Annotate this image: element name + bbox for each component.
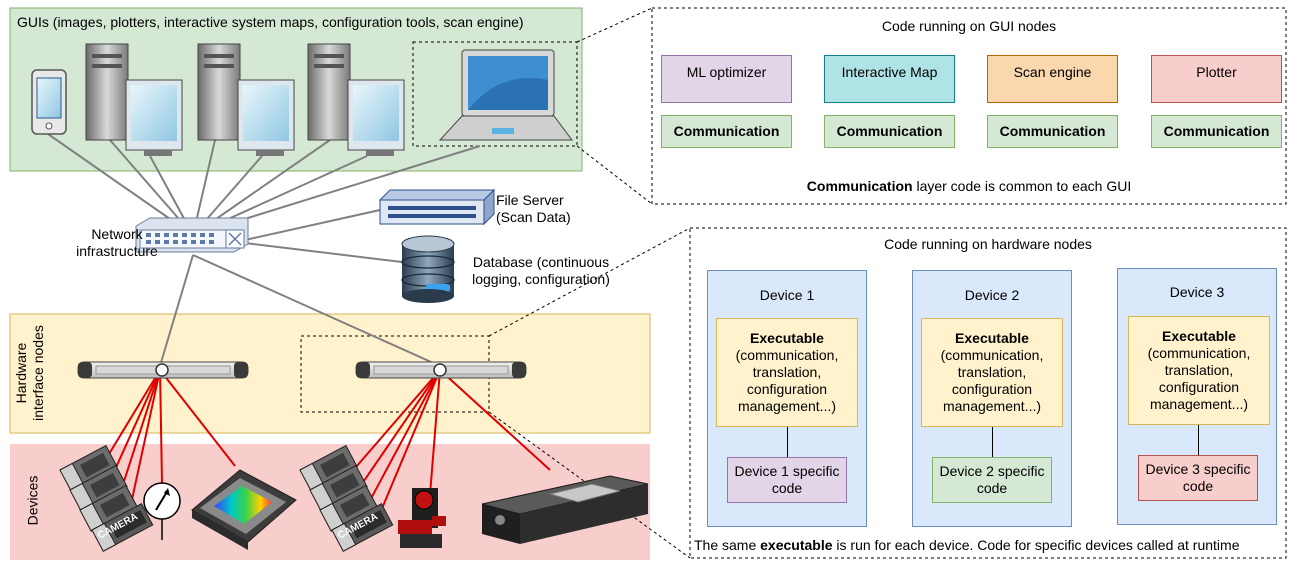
connector-line bbox=[1198, 425, 1199, 455]
gui-code-footer: Communication layer code is common to ea… bbox=[652, 178, 1286, 195]
hw-footer-bold: executable bbox=[760, 537, 833, 553]
device-title: Device 3 bbox=[1169, 284, 1225, 300]
executable-box: Executable (communication, translation, … bbox=[921, 318, 1063, 427]
hardware-zone-label: Hardware interface nodes bbox=[13, 321, 47, 425]
hw-code-title: Code running on hardware nodes bbox=[884, 236, 1092, 252]
camera-stack-icon bbox=[299, 444, 394, 552]
app-box-plotter: Plotter bbox=[1151, 55, 1282, 103]
devices-zone-label: Devices bbox=[24, 475, 41, 526]
hw-footer-pre: The same bbox=[694, 537, 761, 553]
comm-box: Communication bbox=[824, 115, 955, 148]
callout-connector bbox=[488, 227, 691, 337]
app-box-interactive-map: Interactive Map bbox=[824, 55, 955, 103]
device-specific-line: Device 1 specific bbox=[734, 463, 840, 479]
executable-box: Executable (communication, translation, … bbox=[1128, 316, 1270, 425]
gui-code-title: Code running on GUI nodes bbox=[881, 18, 1057, 34]
callout-connector bbox=[576, 145, 653, 205]
hardware-node-icon bbox=[77, 361, 249, 379]
database-line2: logging, configuration) bbox=[472, 271, 610, 287]
switch-label: Network infrastructure bbox=[62, 226, 172, 260]
mirror-mount-icon bbox=[398, 488, 446, 548]
executable-line: configuration bbox=[746, 381, 828, 397]
executable-box: Executable (communication, translation, … bbox=[716, 318, 858, 427]
executable-line: (communication, bbox=[940, 347, 1044, 363]
laptop-callout-box bbox=[412, 41, 578, 147]
network-switch-icon bbox=[135, 217, 249, 253]
comm-box: Communication bbox=[1151, 115, 1282, 148]
file-server-icon bbox=[378, 188, 496, 226]
executable-line: (communication, bbox=[1147, 345, 1251, 361]
executable-line: translation, bbox=[752, 364, 822, 380]
file-server-label: File Server (Scan Data) bbox=[496, 192, 616, 226]
executable-title: Executable bbox=[1162, 328, 1236, 344]
device-specific-box: Device 2 specific code bbox=[932, 457, 1052, 503]
spectrometer-icon bbox=[191, 469, 297, 550]
executable-title: Executable bbox=[750, 330, 824, 346]
executable-line: translation, bbox=[1164, 362, 1234, 378]
device-title: Device 1 bbox=[759, 287, 815, 303]
switch-label-line1: Network bbox=[91, 226, 143, 242]
gui-code-panel bbox=[651, 7, 1287, 205]
file-server-line1: File Server bbox=[496, 192, 564, 208]
file-server-line2: (Scan Data) bbox=[496, 209, 571, 225]
laptop-icon bbox=[438, 49, 573, 141]
device-specific-line: code bbox=[1182, 478, 1214, 494]
database-label: Database (continuous logging, configurat… bbox=[458, 254, 624, 288]
device-specific-line: code bbox=[976, 480, 1008, 496]
connector-line bbox=[992, 427, 993, 457]
callout-connector bbox=[576, 7, 653, 43]
linear-stage-icon bbox=[481, 475, 649, 544]
switch-label-line2: infrastructure bbox=[76, 243, 158, 259]
executable-line: configuration bbox=[1158, 379, 1240, 395]
device-specific-line: code bbox=[771, 480, 803, 496]
device-specific-box: Device 1 specific code bbox=[727, 457, 847, 503]
device-specific-line: Device 2 specific bbox=[939, 463, 1045, 479]
comm-box: Communication bbox=[661, 115, 792, 148]
gui-footer-bold: Communication bbox=[806, 178, 913, 194]
tablet-icon bbox=[31, 69, 67, 135]
executable-line: translation, bbox=[957, 364, 1027, 380]
executable-line: management...) bbox=[1149, 396, 1249, 412]
app-box-ml-optimizer: ML optimizer bbox=[661, 55, 792, 103]
database-line1: Database (continuous bbox=[472, 254, 610, 270]
gui-zone-title: GUIs (images, plotters, interactive syst… bbox=[17, 14, 524, 30]
workstation-icon bbox=[197, 43, 295, 156]
gauge-icon bbox=[143, 482, 181, 540]
executable-line: configuration bbox=[951, 381, 1033, 397]
workstation-icon bbox=[307, 43, 405, 156]
executable-line: management...) bbox=[942, 398, 1042, 414]
executable-line: (communication, bbox=[735, 347, 839, 363]
comm-box: Communication bbox=[987, 115, 1118, 148]
database-icon bbox=[401, 235, 455, 303]
executable-line: management...) bbox=[737, 398, 837, 414]
executable-title: Executable bbox=[955, 330, 1029, 346]
hardware-label-line2: interface nodes bbox=[30, 325, 46, 421]
device-specific-box: Device 3 specific code bbox=[1138, 455, 1258, 501]
connector-line bbox=[787, 427, 788, 457]
workstation-icon bbox=[85, 43, 183, 156]
hardware-node-icon bbox=[355, 361, 527, 379]
gui-footer-rest: layer code is common to each GUI bbox=[912, 178, 1132, 194]
hardware-label-line1: Hardware bbox=[13, 342, 29, 404]
app-box-scan-engine: Scan engine bbox=[987, 55, 1118, 103]
device-specific-line: Device 3 specific bbox=[1145, 461, 1251, 477]
device-title: Device 2 bbox=[964, 287, 1020, 303]
hw-code-footer: The same executable is run for each devi… bbox=[694, 537, 1286, 554]
hw-footer-post: is run for each device. Code for specifi… bbox=[832, 537, 1240, 553]
camera-stack-icon bbox=[59, 444, 154, 552]
